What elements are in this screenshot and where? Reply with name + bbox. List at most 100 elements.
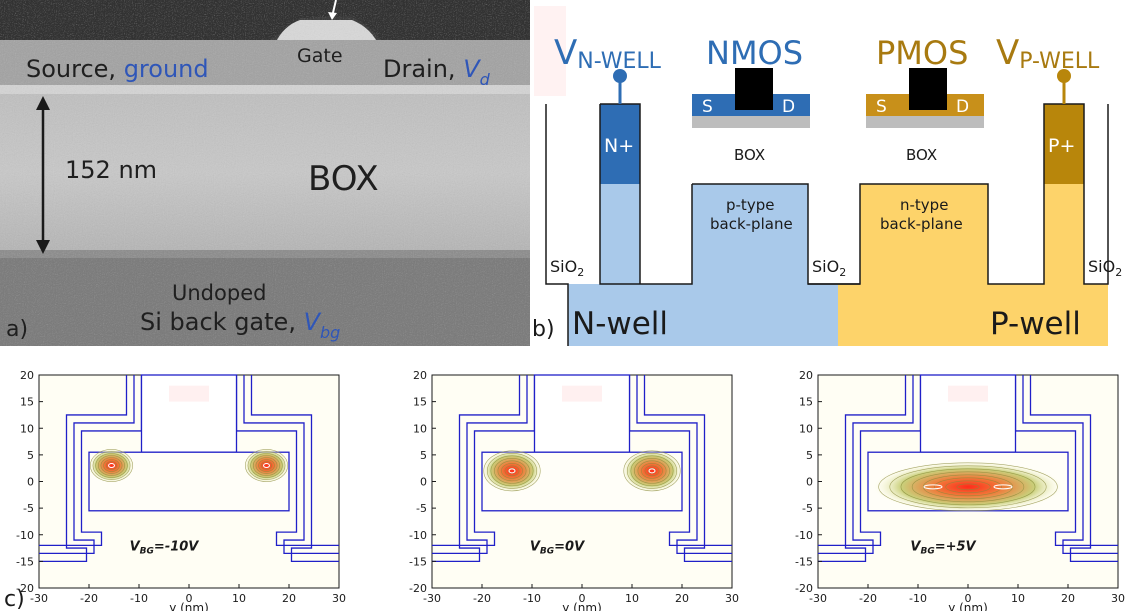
sio2-label-left: SiO2	[550, 257, 584, 279]
density-contour	[637, 460, 667, 482]
gate-tint	[169, 385, 209, 402]
density-contour	[245, 449, 288, 482]
density-contour	[934, 477, 1002, 497]
si-film-layer	[0, 40, 530, 92]
density-contour	[97, 455, 126, 476]
oxide-outline	[243, 375, 339, 555]
y-tick-label: 0	[420, 476, 427, 489]
density-contour	[508, 468, 516, 474]
y-tick-label: 15	[20, 396, 34, 409]
oxide-outline	[250, 375, 339, 563]
density-peak	[108, 463, 115, 469]
box-label-left: BOX	[734, 146, 765, 164]
oxide-outline	[636, 375, 732, 555]
y-tick-label: -15	[409, 555, 427, 568]
y-tick-label: 15	[413, 396, 427, 409]
density-contour	[634, 458, 670, 484]
p-type-back-plane	[692, 184, 808, 284]
density-contour	[90, 449, 133, 482]
svg-text:D: D	[782, 97, 795, 117]
n-plus-label: N+	[604, 135, 634, 157]
y-tick-label: 20	[20, 369, 34, 382]
density-contour	[92, 451, 131, 480]
box-label: BOX	[308, 159, 379, 199]
x-axis-label: y (nm)	[562, 601, 602, 611]
panel-a-label: a)	[6, 317, 28, 342]
svg-text:S: S	[702, 97, 713, 117]
density-contour	[644, 465, 660, 477]
source-terminal: ground	[124, 55, 209, 83]
y-tick-label: 5	[806, 449, 813, 462]
y-tick-label: -20	[16, 582, 34, 595]
x-tick-label: 30	[332, 592, 346, 605]
nmos-label: NMOS	[706, 34, 803, 72]
back-gate-label: Si back gate, Vbg	[140, 308, 340, 342]
x-tick-label: -30	[423, 592, 441, 605]
nmos-device: S D	[692, 68, 810, 128]
p-plus-label: P+	[1048, 135, 1075, 157]
source-label: Source, ground	[26, 55, 209, 83]
p-type-label: p-type	[726, 196, 774, 214]
y-tick-label: 15	[799, 396, 813, 409]
density-contour	[922, 474, 1014, 500]
density-contour	[630, 455, 674, 487]
oxide-outline	[818, 375, 907, 563]
y-tick-label: 10	[413, 422, 427, 435]
gate-label: Gate	[297, 45, 343, 67]
density-contour	[504, 465, 520, 477]
density-contour	[95, 453, 128, 478]
p-type-label-2: back-plane	[710, 215, 793, 233]
density-contour	[258, 459, 275, 472]
y-tick-label: -15	[795, 555, 813, 568]
x-tick-label: -20	[80, 592, 98, 605]
y-tick-label: 0	[27, 476, 34, 489]
sio2-label-mid: SiO2	[812, 257, 846, 279]
density-contour	[483, 450, 541, 492]
density-contour	[252, 455, 281, 476]
x-tick-label: 10	[1011, 592, 1025, 605]
x-tick-label: 0	[579, 592, 586, 605]
vbg-annotation: VBG=+5V	[910, 540, 976, 557]
vbg-annotation: VBG=0V	[530, 540, 585, 557]
density-peak	[993, 484, 1013, 490]
density-contour	[250, 453, 283, 478]
y-tick-label: -10	[409, 529, 427, 542]
p-well-terminal-icon	[1057, 69, 1071, 83]
p-well-region	[838, 284, 1108, 346]
x-axis-label: y (nm)	[169, 601, 209, 611]
box-label-right: BOX	[906, 146, 937, 164]
density-peak	[263, 463, 270, 469]
oxide-outline	[432, 375, 528, 555]
svg-text:D: D	[956, 97, 969, 117]
pmos-device: S D	[866, 68, 984, 128]
p-plus-contact	[1044, 104, 1084, 184]
density-contour	[641, 463, 663, 479]
n-plus-contact	[600, 104, 640, 184]
gate-tint	[562, 385, 602, 402]
density-contour	[255, 457, 278, 474]
oxide-outline	[643, 375, 732, 563]
x-tick-label: 20	[1061, 592, 1075, 605]
oxide-outline	[818, 375, 914, 555]
x-tick-label: -20	[859, 592, 877, 605]
oxide-outline	[432, 375, 521, 563]
gate-tint	[948, 385, 988, 402]
drain-label: Drain, Vd	[383, 55, 491, 89]
density-contour	[945, 480, 991, 494]
x-tick-label: 30	[725, 592, 739, 605]
density-contour	[626, 453, 678, 489]
n-type-back-plane	[860, 184, 988, 284]
v-pwell-label: VP-WELL	[996, 33, 1100, 74]
y-tick-label: -5	[23, 502, 34, 515]
y-tick-label: -5	[802, 502, 813, 515]
density-contour	[889, 465, 1047, 509]
x-tick-label: -30	[30, 592, 48, 605]
density-contour	[648, 468, 656, 474]
y-tick-label: 5	[27, 449, 34, 462]
x-tick-label: 10	[232, 592, 246, 605]
density-contour	[494, 458, 530, 484]
p-well-label: P-well	[990, 306, 1081, 342]
x-tick-label: 0	[965, 592, 972, 605]
